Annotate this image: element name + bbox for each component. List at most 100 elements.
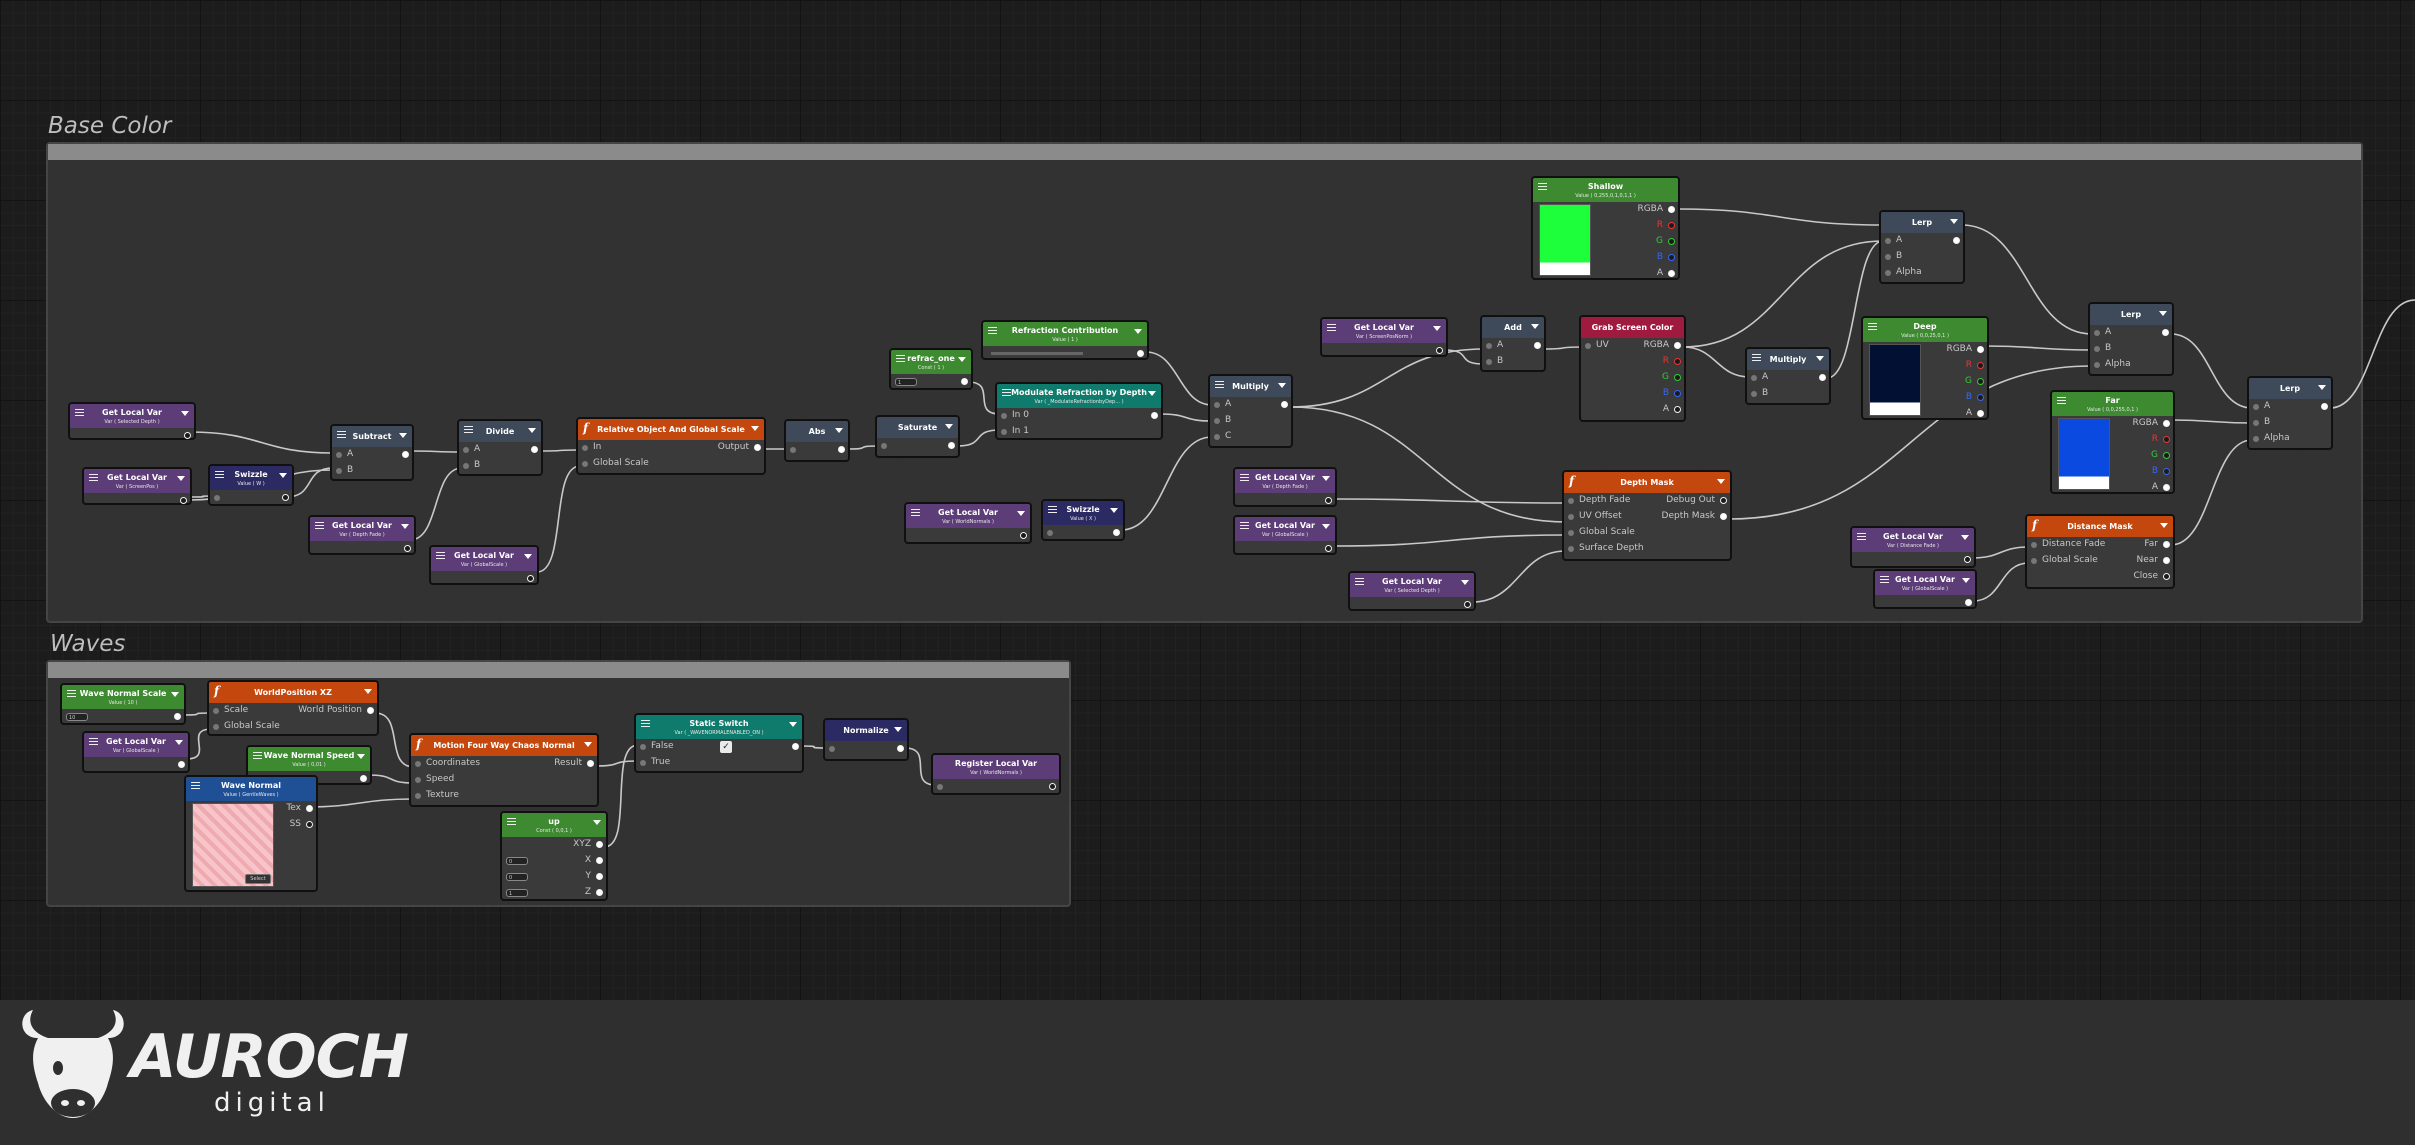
connection-wire[interactable] [409,467,463,541]
wave-normal-scale-field[interactable]: 10 [66,713,88,721]
node-multiply-2[interactable]: Multiply A B [1745,347,1831,405]
connection-wire[interactable] [1289,406,1567,523]
connection-wire[interactable] [374,712,415,768]
connection-wire[interactable] [189,431,334,454]
node-normalize[interactable]: Normalize [823,718,909,761]
node-grab-screen-color[interactable]: Grab Screen Color UV RGBA R G B A [1579,315,1686,422]
connection-wire[interactable] [185,728,213,760]
connection-wire[interactable] [2170,333,2253,409]
connection-wire[interactable] [2170,439,2253,546]
connection-wire[interactable] [1159,413,1213,422]
node-lerp-2[interactable]: Lerp A B Alpha [2088,302,2174,376]
up-y-field[interactable]: 0 [506,873,528,881]
up-z-field[interactable]: 1 [506,889,528,897]
connection-wire[interactable] [956,429,1001,447]
connection-wire[interactable] [1542,346,1584,350]
connection-wire[interactable] [1120,436,1213,531]
texture-select-button[interactable]: Select [245,874,271,884]
connection-wire[interactable] [845,445,881,450]
bull-head-icon [22,1010,124,1118]
node-lerp-1[interactable]: Lerp A B Alpha [1879,210,1965,284]
connection-wire[interactable] [1826,240,1884,379]
connection-wire[interactable] [536,465,581,573]
group-header-bar[interactable] [48,662,1069,678]
node-add[interactable]: Add A B [1480,315,1546,372]
static-switch-checkbox[interactable]: ✓ [720,741,732,753]
up-x-field[interactable]: 0 [506,857,528,865]
connection-wire[interactable] [1676,208,1884,226]
connection-wire[interactable] [603,744,639,848]
connection-wire[interactable] [1289,348,1485,408]
connection-wire[interactable] [799,745,829,749]
connection-wire[interactable] [1728,365,2093,520]
auroch-digital-logo: AUROCH digital [0,1000,2415,1145]
connection-wire[interactable] [1333,498,1567,504]
connection-wire[interactable] [967,381,1001,415]
connection-wire[interactable] [1471,550,1567,603]
connection-wire[interactable] [1682,346,1751,378]
connection-wire[interactable] [539,449,581,452]
shallow-color-swatch[interactable] [1539,204,1591,276]
connection-wire[interactable] [1443,349,1485,365]
node-saturate[interactable]: Saturate [875,415,960,458]
connection-wire[interactable] [367,774,415,784]
far-color-swatch[interactable] [2058,418,2110,490]
logo-subtitle: digital [214,1088,330,1118]
connection-wire[interactable] [2329,299,2415,409]
node-divide[interactable]: Divide A B [457,419,543,476]
node-abs[interactable]: Abs [784,419,850,462]
connection-wire[interactable] [1972,562,2030,602]
connection-wire[interactable] [409,450,463,453]
connection-wire[interactable] [1333,534,1567,547]
connection-wire[interactable] [1145,351,1213,406]
wave-normal-texture-preview[interactable]: Select [192,803,274,887]
node-lerp-3[interactable]: Lerp A B Alpha [2247,376,2333,450]
connection-wire[interactable] [594,760,639,767]
connection-wire[interactable] [2171,419,2253,424]
connection-wire[interactable] [181,712,213,716]
node-multiply-1[interactable]: Multiply A B C [1208,374,1293,448]
connection-wire[interactable] [1961,224,2093,335]
connection-wire[interactable] [904,747,937,786]
refraction-slider[interactable] [991,352,1083,355]
connection-wire[interactable] [305,798,415,808]
connection-wire[interactable] [1682,240,1884,348]
deep-color-swatch[interactable] [1869,344,1921,416]
node-subtract[interactable]: Subtract A B [330,424,414,481]
connection-wire[interactable] [1984,345,2093,351]
group-header-bar[interactable] [48,144,2361,160]
connection-wire[interactable] [1971,546,2030,559]
refrac-one-field[interactable]: 1 [895,378,917,386]
